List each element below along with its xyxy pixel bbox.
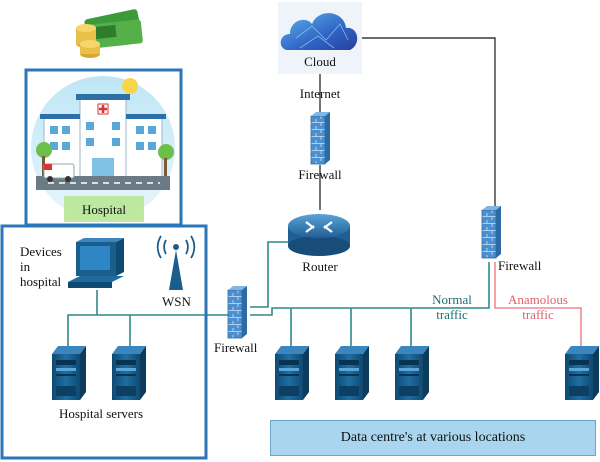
dc-server-1 (275, 346, 309, 400)
router-label: Router (302, 259, 338, 274)
wsn-antenna-icon (156, 235, 196, 290)
internet-label: Internet (299, 86, 341, 101)
firewall-left-icon (227, 285, 248, 339)
dc-server-anomalous (565, 346, 599, 400)
cloud-to-datacentre-line (360, 37, 496, 210)
wsn-label: WSN (162, 294, 191, 309)
anomalous-traffic-line (494, 262, 582, 346)
cloud-icon (278, 2, 362, 74)
hospital-server-2 (112, 346, 146, 400)
money-icon (76, 9, 143, 58)
hospital-servers-label: Hospital servers (58, 406, 144, 421)
devices-label: Devices in hospital (20, 244, 62, 289)
dc-server-3 (395, 346, 429, 400)
hospital-panel (24, 68, 183, 227)
normal-traffic-label: Normal traffic (432, 292, 472, 322)
computer-icon (68, 238, 124, 288)
firewall-top-icon (310, 111, 331, 165)
hospital-bus-line (67, 314, 232, 346)
hospital-building-icon (36, 78, 174, 190)
anomalous-traffic-label: Anamolous traffic (508, 292, 568, 322)
router-to-firewall-line (250, 241, 300, 308)
hospital-label: Hospital (81, 202, 127, 217)
firewall-to-datacentre-bus (250, 262, 490, 316)
firewall-top-label: Firewall (298, 167, 342, 182)
router-icon (288, 214, 350, 256)
firewall-right-icon (481, 205, 502, 259)
dc-server-2 (335, 346, 369, 400)
data-centres-banner: Data centre's at various locations (270, 420, 596, 456)
cloud-label: Cloud (304, 54, 336, 69)
firewall-left-label: Firewall (214, 340, 258, 355)
hospital-network-frame (0, 224, 208, 460)
data-centres-label: Data centre's at various locations (340, 430, 526, 445)
ambulance-icon (43, 163, 75, 182)
firewall-right-label: Firewall (498, 258, 542, 273)
hospital-server-1 (52, 346, 86, 400)
connections (67, 37, 582, 346)
